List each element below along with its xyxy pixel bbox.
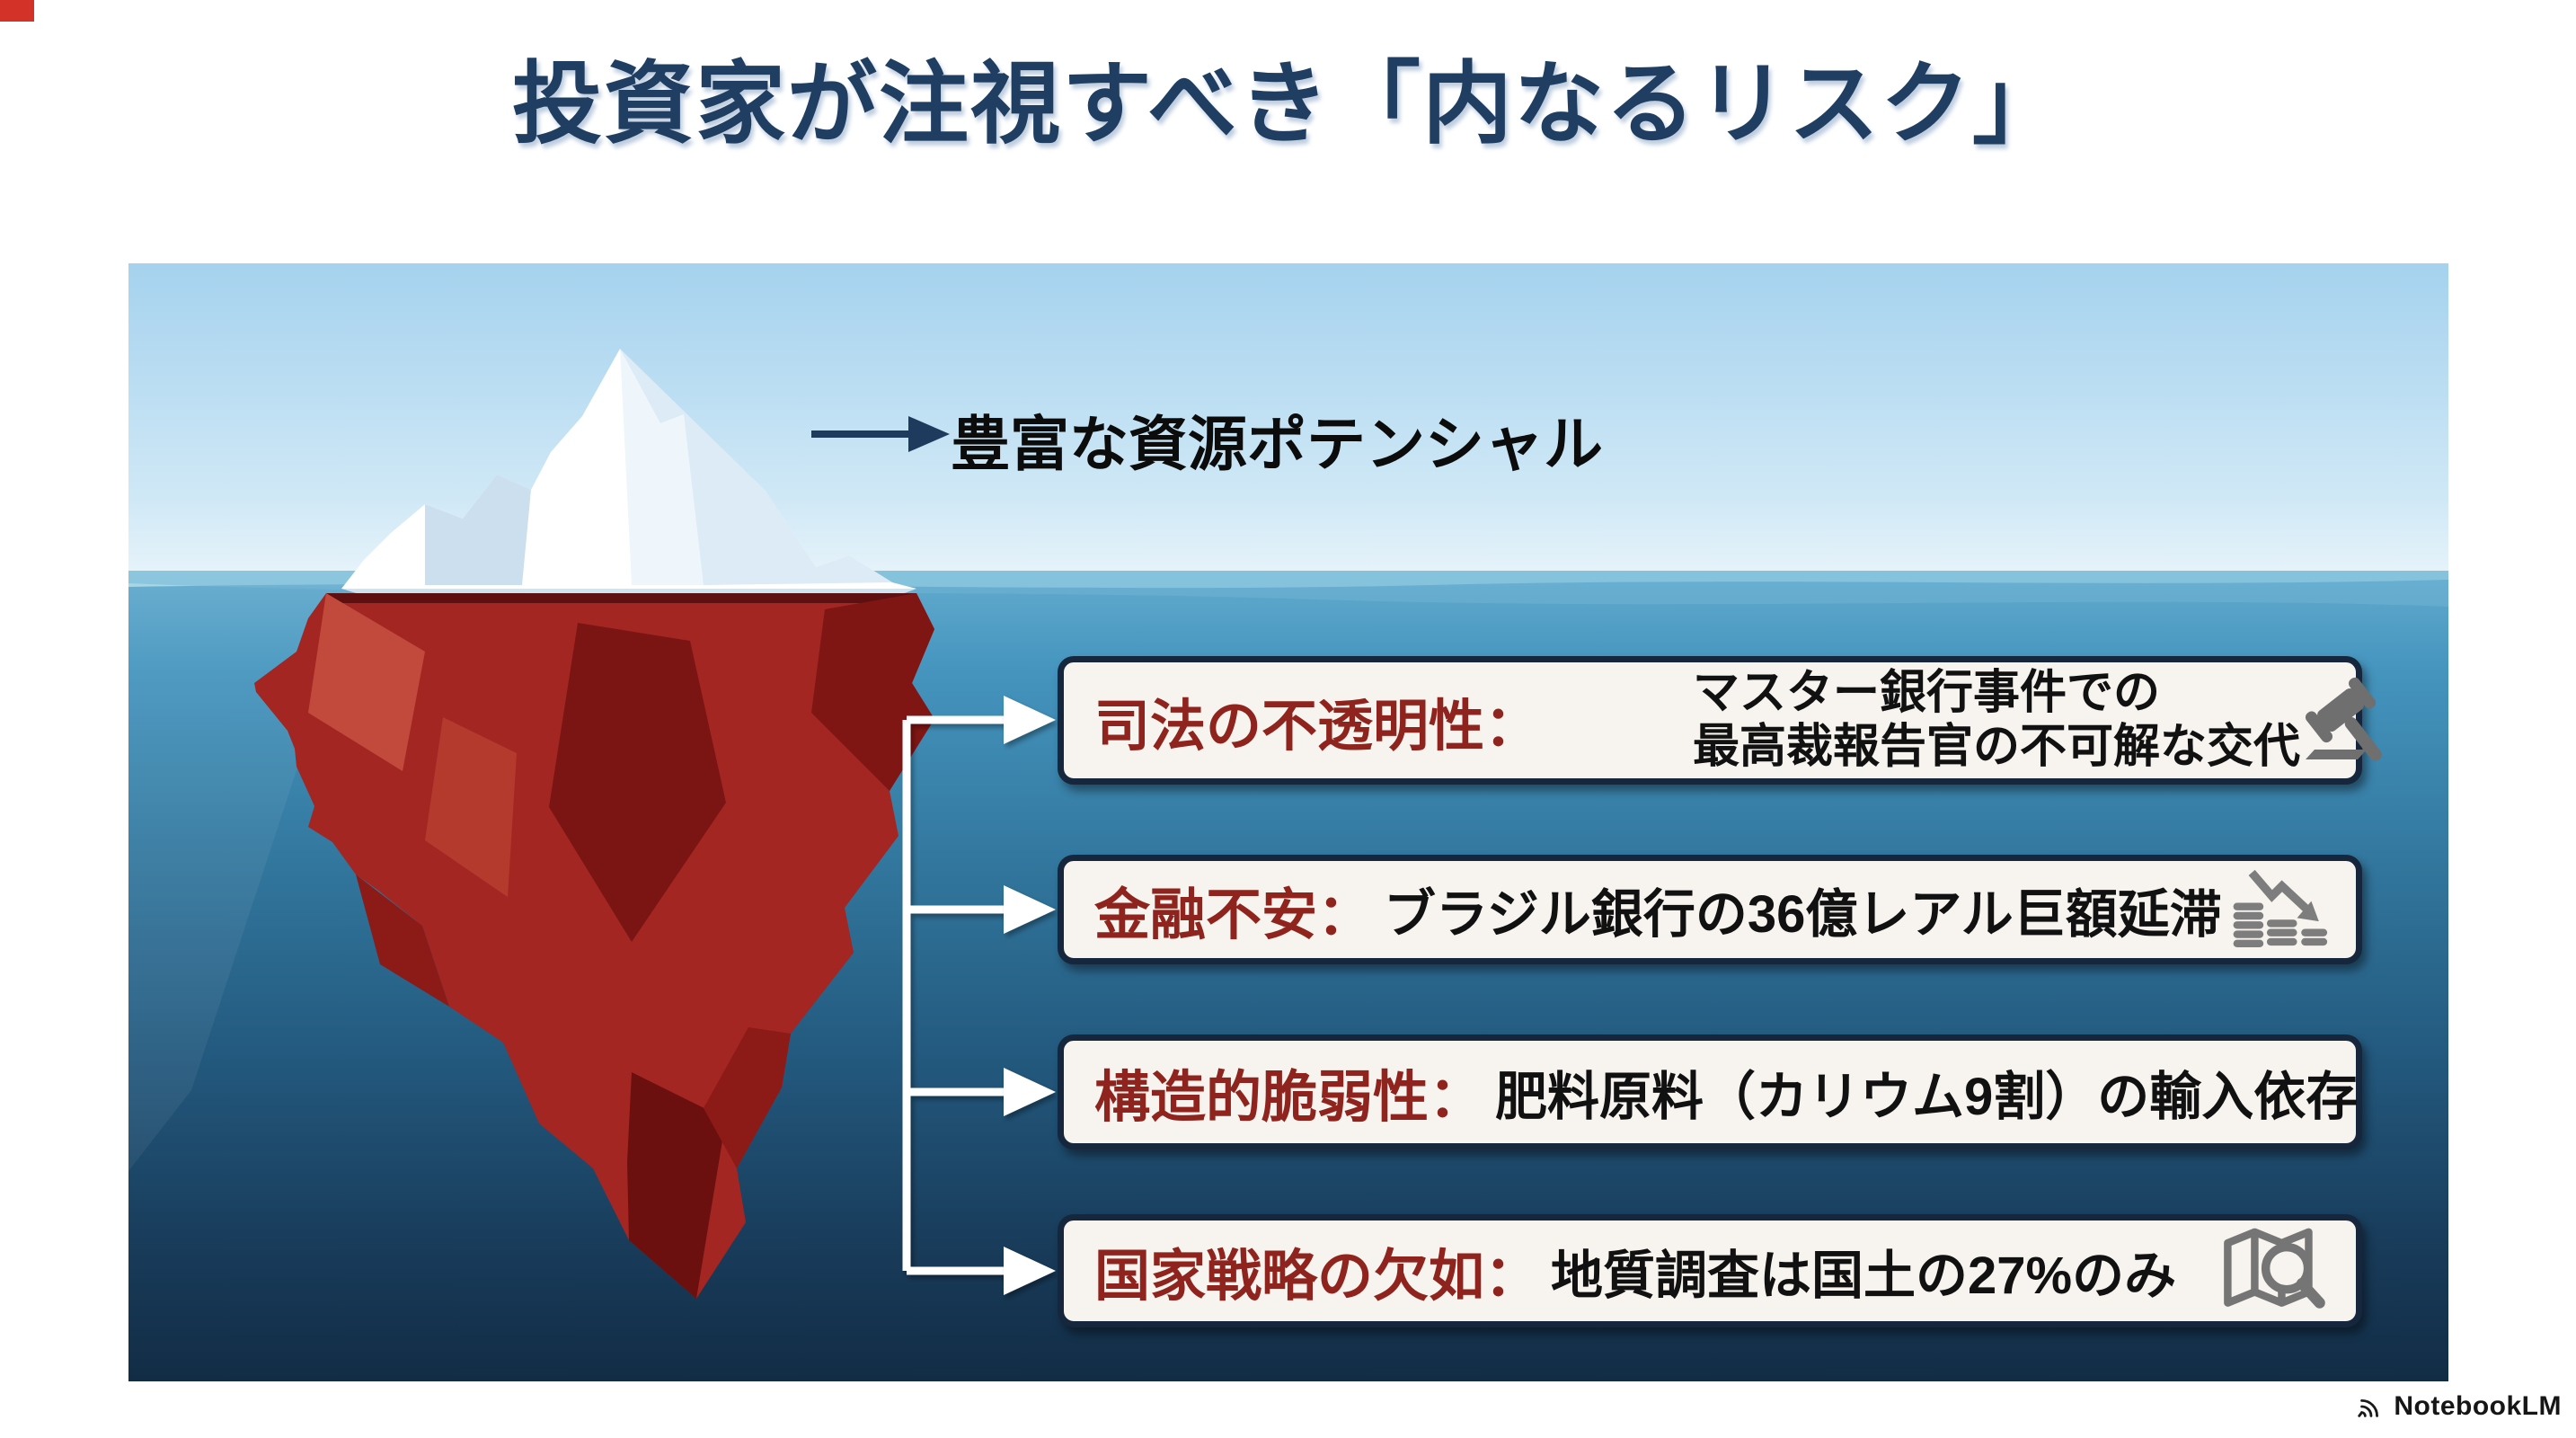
coins-decline-icon [2233,869,2328,947]
risk-text: 肥料原料（カリウム9割）の輸入依存 [1495,1068,2359,1126]
map-magnifier-icon [2224,1228,2325,1309]
notebooklm-watermark: NotebookLM [2355,1391,2562,1422]
surface-arrow [811,416,950,452]
risk-label: 国家戦略の欠如： [1094,1246,1541,1308]
risk-text: マスター銀行事件での 最高裁報告官の不可解な交代 [1693,667,2300,774]
risk-box-finance: 金融不安： ブラジル銀行の36億レアル巨額延滞 [1058,855,2362,964]
risk-label: 司法の不透明性： [1094,695,1541,758]
risk-box-strategy: 国家戦略の欠如： 地質調査は国土の27%のみ [1058,1214,2362,1327]
connector-arrowheads [1004,696,1056,1295]
surface-label: 豊富な資源ポテンシャル [951,411,1603,477]
risk-label: 構造的脆弱性： [1094,1067,1485,1129]
connector-lines [902,715,1005,1275]
risk-text: 地質調査は国土の27%のみ [1551,1247,2177,1305]
risk-text-line: 最高裁報告官の不可解な交代 [1693,720,2301,773]
risk-label: 金融不安： [1094,884,1374,946]
brand-label: NotebookLM [2394,1391,2562,1421]
risk-text-line: マスター銀行事件での [1693,667,2161,720]
risk-box-structural: 構造的脆弱性： 肥料原料（カリウム9割）の輸入依存 [1058,1034,2362,1150]
notebooklm-logo-icon [2358,1398,2379,1417]
red-iceberg [254,593,934,1299]
white-iceberg [341,349,916,598]
risk-text: ブラジル銀行の36億レアル巨額延滞 [1384,885,2222,944]
page-title: 投資家が注視すべき「内なるリスク」 [512,54,2064,155]
ocean-panel: 豊富な資源ポテンシャル 司法の不透明性： マスター銀行事件での 最高裁報告官の不… [128,263,2448,1381]
corner-red-mark [0,0,34,22]
gavel-icon [2305,677,2382,761]
risk-box-judiciary: 司法の不透明性： マスター銀行事件での 最高裁報告官の不可解な交代 [1058,656,2382,785]
